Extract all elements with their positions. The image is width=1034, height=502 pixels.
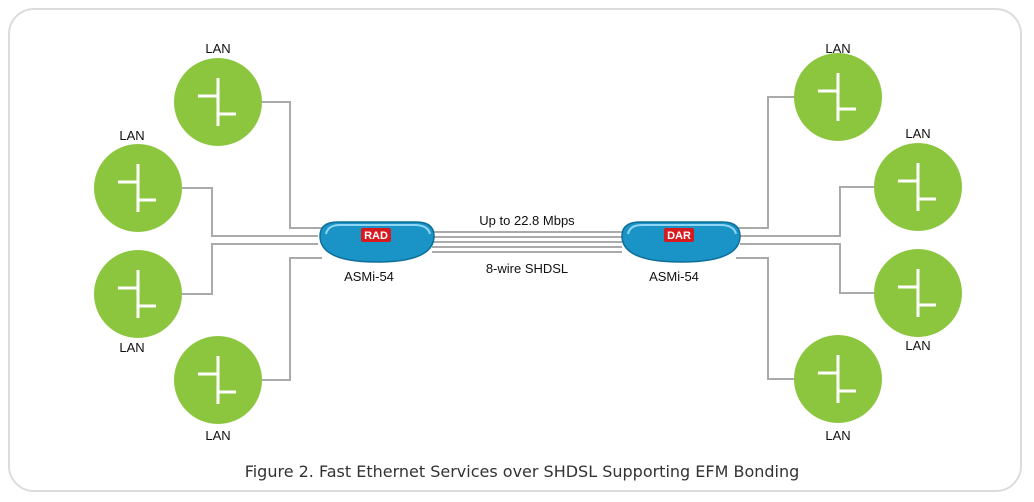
asmi-device-left: RAD ASMi-54 bbox=[319, 221, 435, 284]
lan-node-right-1: LAN bbox=[794, 41, 882, 141]
wire-right-1 bbox=[736, 96, 795, 229]
device-name-left: ASMi-54 bbox=[344, 269, 394, 284]
device-logo-right: DAR bbox=[667, 230, 691, 242]
wire-right-4 bbox=[736, 257, 795, 380]
wire-right-3 bbox=[740, 243, 875, 294]
link-type-label: 8-wire SHDSL bbox=[486, 261, 568, 276]
lan-label: LAN bbox=[905, 126, 930, 141]
wire-left-2 bbox=[182, 187, 318, 237]
device-logo-left: RAD bbox=[364, 230, 388, 242]
lan-node-left-2: LAN bbox=[94, 128, 182, 232]
lan-node-left-4: LAN bbox=[174, 336, 262, 443]
wire-right-2 bbox=[740, 186, 875, 237]
figure-caption: Figure 2. Fast Ethernet Services over SH… bbox=[245, 462, 800, 481]
device-name-right: ASMi-54 bbox=[649, 269, 699, 284]
lan-node-right-3: LAN bbox=[874, 249, 962, 353]
wire-left-4 bbox=[262, 257, 322, 381]
dar-logo bbox=[664, 228, 694, 242]
lan-node-left-1: LAN bbox=[174, 41, 262, 146]
lan-node-left-3: LAN bbox=[94, 250, 182, 355]
lan-node-right-2: LAN bbox=[874, 126, 962, 231]
lan-label: LAN bbox=[119, 340, 144, 355]
wire-left-3 bbox=[182, 243, 318, 295]
lan-label: LAN bbox=[205, 41, 230, 56]
lan-label: LAN bbox=[905, 338, 930, 353]
lan-label: LAN bbox=[825, 428, 850, 443]
lan-label: LAN bbox=[205, 428, 230, 443]
wire-left-1 bbox=[262, 101, 322, 229]
rad-logo bbox=[361, 228, 391, 242]
asmi-device-right: DAR ASMi-54 bbox=[621, 221, 741, 284]
lan-label: LAN bbox=[119, 128, 144, 143]
link-speed-label: Up to 22.8 Mbps bbox=[479, 213, 575, 228]
cabling bbox=[182, 96, 875, 381]
lan-node-right-4: LAN bbox=[794, 335, 882, 443]
lan-label: LAN bbox=[825, 41, 850, 56]
